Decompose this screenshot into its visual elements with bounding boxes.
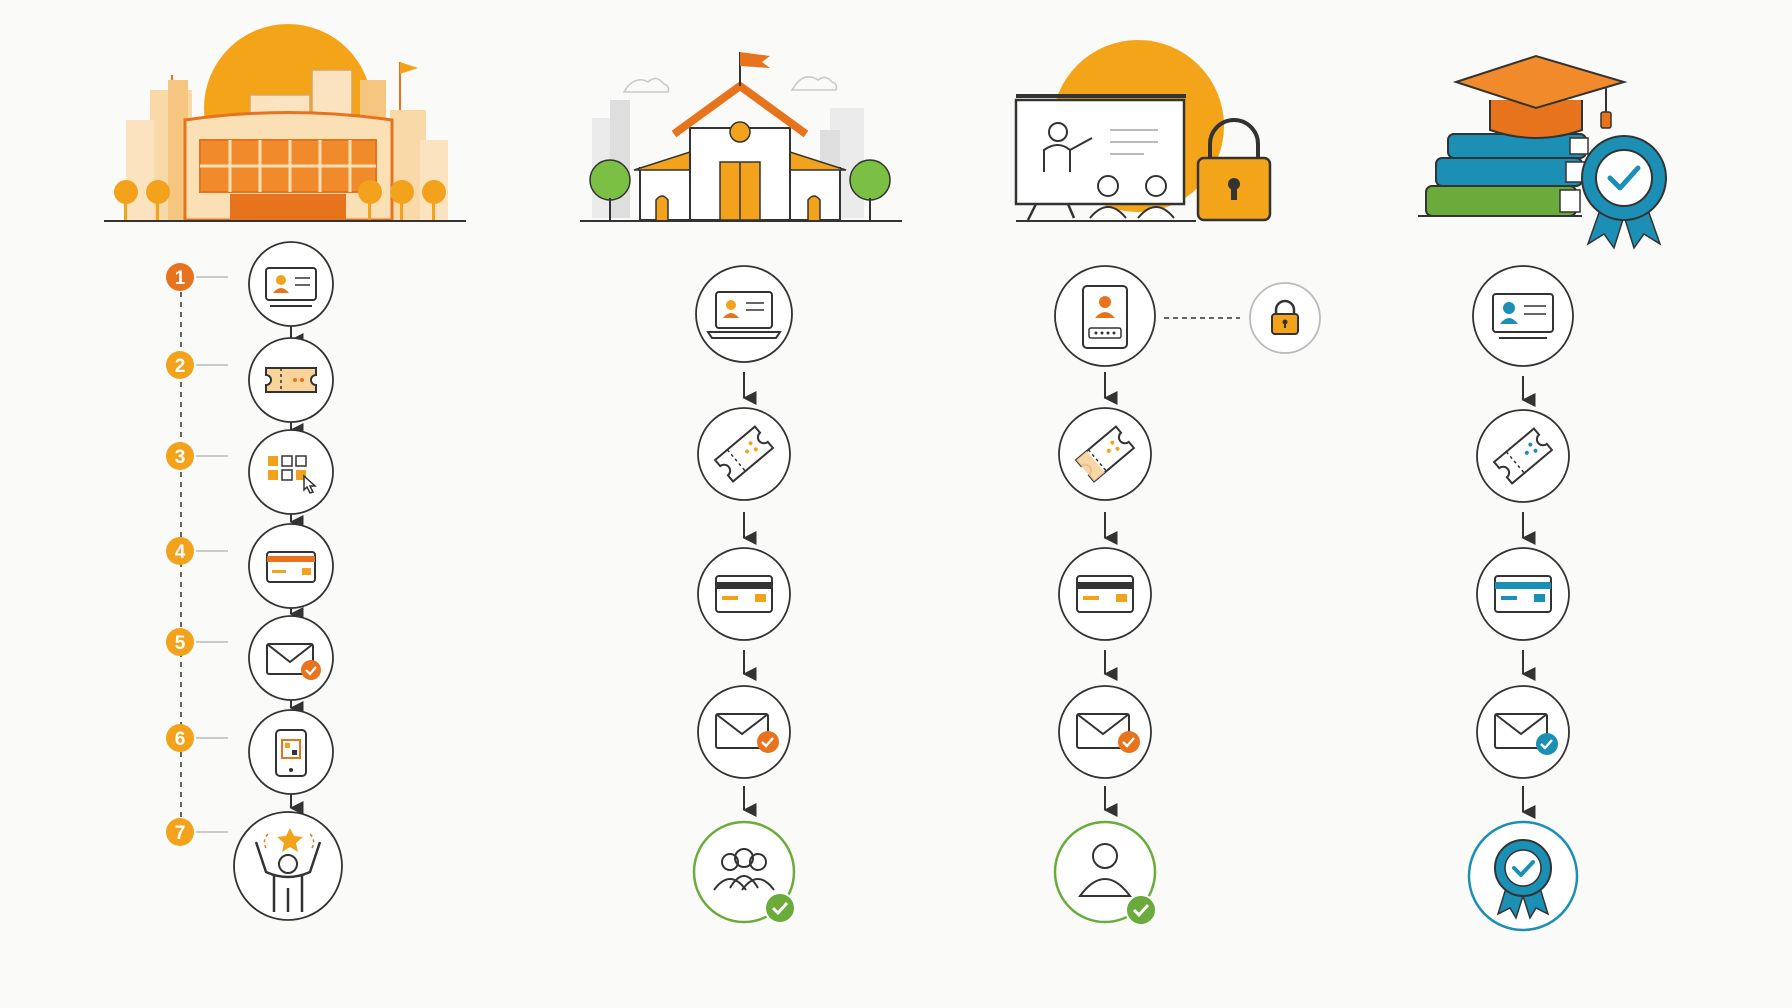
step-email-check-icon <box>1058 685 1152 779</box>
step-id-card-icon <box>1472 265 1574 367</box>
step-id-card-icon <box>248 241 334 327</box>
step-email-check-icon <box>697 685 791 779</box>
books-graduation-cap-illustration <box>1418 54 1667 250</box>
svg-text:5: 5 <box>175 633 186 654</box>
flow-column-graduation <box>1467 265 1579 932</box>
step-credit-card-icon <box>248 523 334 609</box>
svg-text:2: 2 <box>175 356 186 377</box>
step-person-check-icon <box>1053 820 1157 926</box>
svg-text:3: 3 <box>175 447 186 468</box>
step-2-number: 2 <box>166 351 228 379</box>
step-1-number: 1 <box>166 263 228 291</box>
flow-column-school <box>692 265 796 924</box>
step-credit-card-icon <box>697 547 791 641</box>
svg-text:6: 6 <box>175 729 186 750</box>
step-ticket-icon <box>697 407 791 501</box>
step-3-number: 3 <box>166 442 228 470</box>
step-email-check-icon <box>248 615 334 701</box>
svg-text:1: 1 <box>175 268 186 289</box>
step-phone-qr-icon <box>248 709 334 795</box>
svg-text:4: 4 <box>175 542 186 563</box>
step-login-profile-icon <box>1054 265 1156 367</box>
side-padlock-icon <box>1249 282 1321 354</box>
step-5-number: 5 <box>166 628 228 656</box>
step-celebrating-person-icon <box>233 811 343 921</box>
step-4-number: 4 <box>166 537 228 565</box>
step-6-number: 6 <box>166 724 228 752</box>
flow-column-classroom <box>1053 265 1321 926</box>
step-group-check-icon <box>692 820 796 924</box>
step-ticket-icon <box>1058 407 1152 501</box>
step-award-badge-icon <box>1467 820 1579 932</box>
city-campus-illustration <box>104 24 466 222</box>
step-ticket-icon <box>1476 409 1570 503</box>
step-7-number: 7 <box>166 818 228 846</box>
svg-text:7: 7 <box>175 823 186 844</box>
flow-column-city: 1 2 3 4 5 <box>166 241 343 921</box>
step-credit-card-icon <box>1058 547 1152 641</box>
step-ticket-icon <box>248 337 334 423</box>
step-seat-grid-select-icon <box>248 429 334 515</box>
step-laptop-profile-icon <box>695 265 793 363</box>
presentation-lock-illustration <box>1014 40 1272 222</box>
school-house-illustration <box>580 52 902 222</box>
step-email-check-icon <box>1476 685 1570 779</box>
step-credit-card-icon <box>1476 547 1570 641</box>
